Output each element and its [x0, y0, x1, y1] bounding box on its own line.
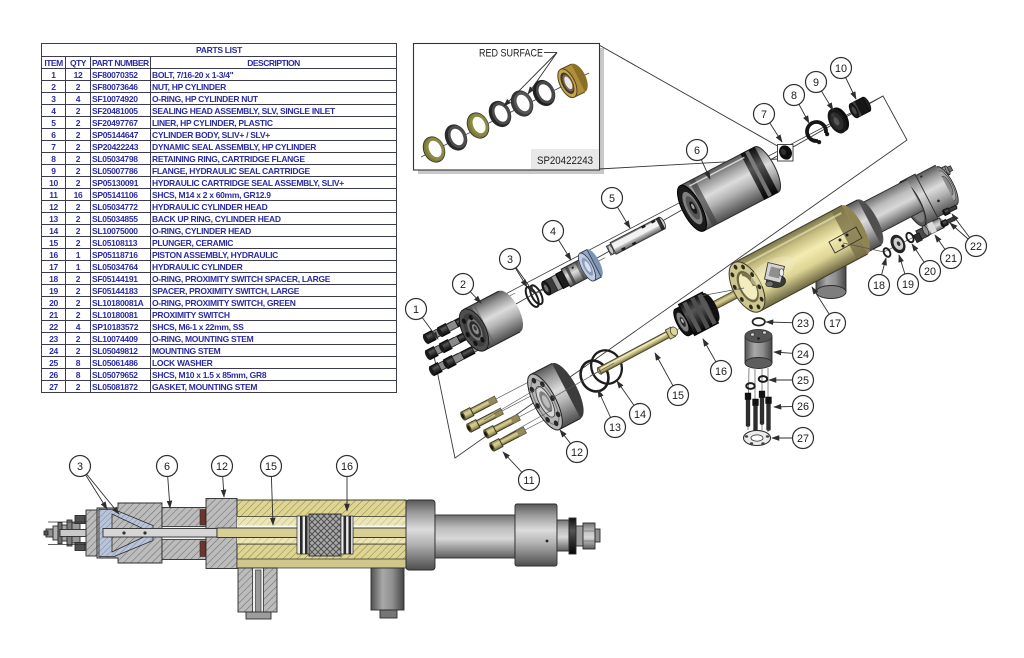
svg-text:12: 12 — [571, 447, 583, 459]
svg-text:15: 15 — [265, 461, 277, 473]
svg-text:3: 3 — [507, 254, 513, 266]
svg-text:17: 17 — [829, 318, 841, 330]
svg-text:22: 22 — [970, 241, 982, 253]
svg-text:12: 12 — [216, 461, 228, 473]
svg-text:3: 3 — [77, 461, 83, 473]
svg-text:21: 21 — [945, 253, 957, 265]
svg-text:16: 16 — [715, 366, 727, 378]
svg-text:10: 10 — [835, 63, 847, 75]
svg-text:6: 6 — [694, 145, 700, 157]
svg-text:25: 25 — [797, 375, 809, 387]
svg-text:13: 13 — [609, 422, 621, 434]
svg-text:1: 1 — [413, 304, 419, 316]
svg-text:18: 18 — [873, 280, 885, 292]
svg-text:19: 19 — [902, 279, 914, 291]
svg-text:4: 4 — [550, 226, 556, 238]
svg-text:8: 8 — [791, 90, 797, 102]
svg-text:16: 16 — [341, 461, 353, 473]
svg-text:20: 20 — [924, 266, 936, 278]
svg-text:23: 23 — [797, 318, 809, 330]
svg-text:2: 2 — [460, 279, 466, 291]
svg-text:5: 5 — [609, 193, 615, 205]
svg-text:24: 24 — [797, 349, 809, 361]
svg-text:26: 26 — [797, 401, 809, 413]
svg-text:14: 14 — [634, 409, 646, 421]
svg-text:15: 15 — [672, 390, 684, 402]
svg-text:6: 6 — [164, 461, 170, 473]
svg-text:7: 7 — [761, 109, 767, 121]
svg-text:RED SURFACE: RED SURFACE — [479, 48, 543, 60]
svg-text:27: 27 — [797, 433, 809, 445]
svg-text:SP20422243: SP20422243 — [537, 155, 593, 167]
svg-text:11: 11 — [523, 475, 534, 487]
svg-text:9: 9 — [813, 77, 819, 89]
